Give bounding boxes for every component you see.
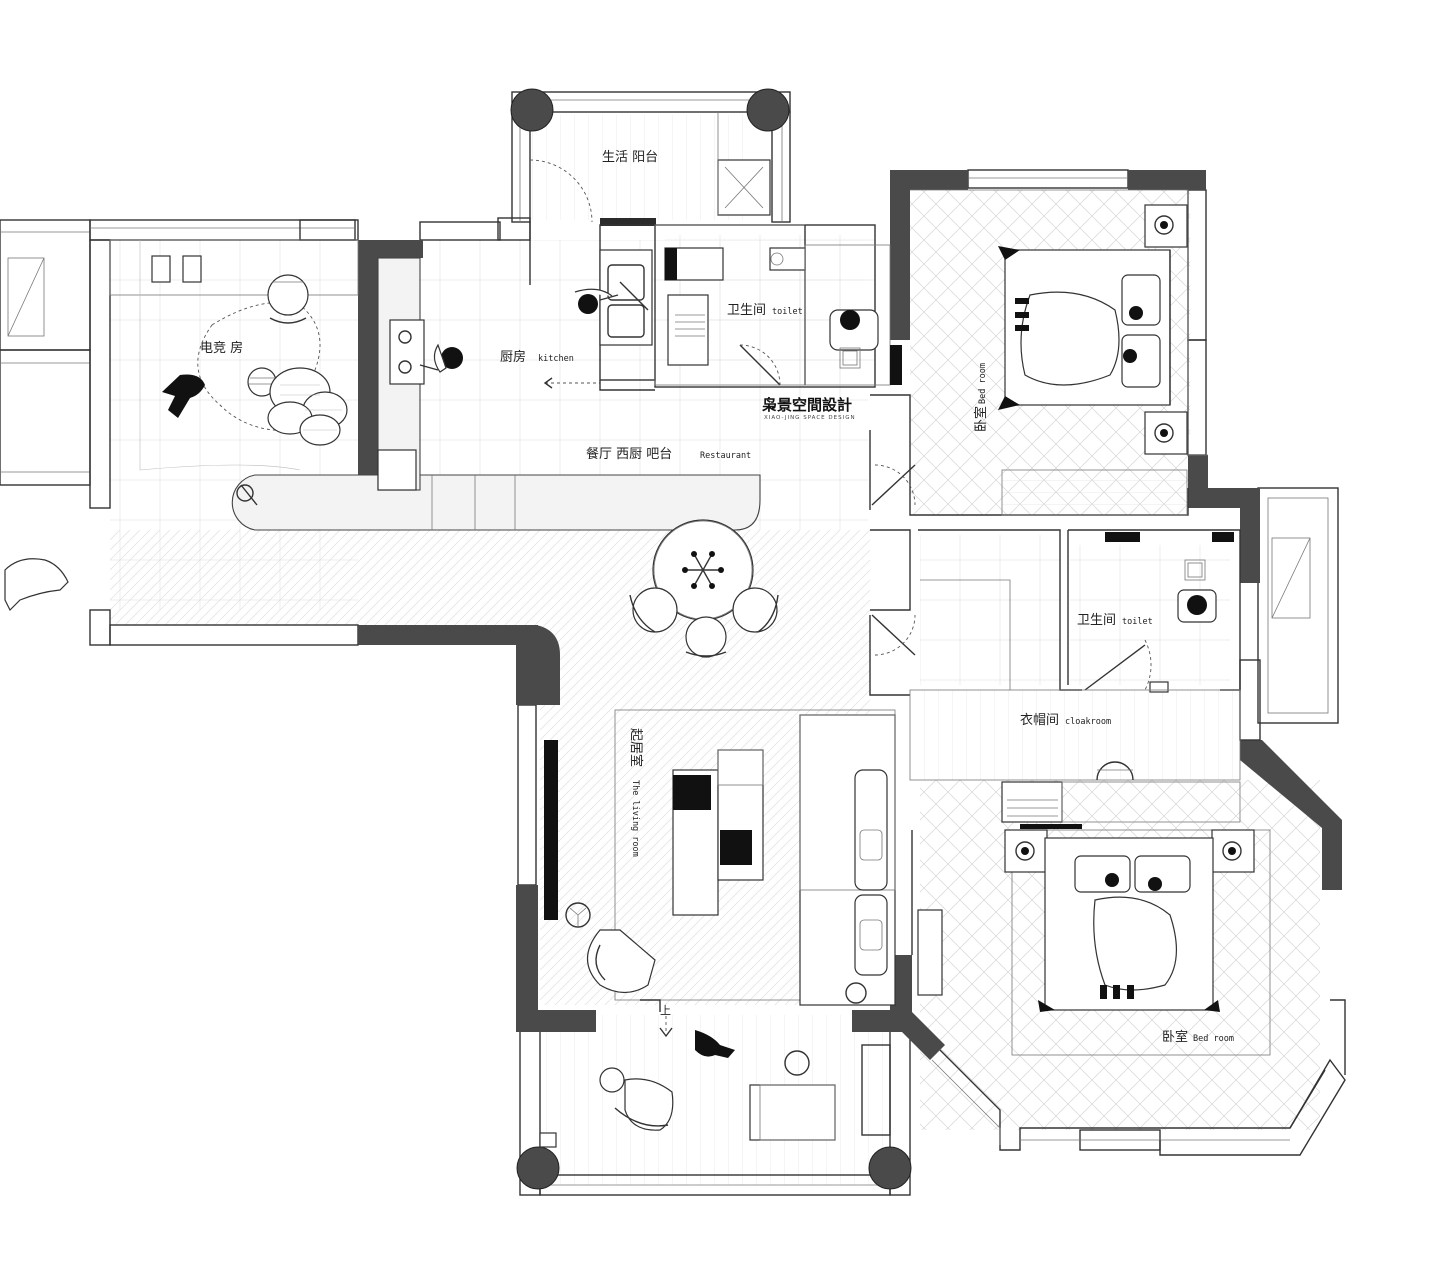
gaming-furniture (162, 274, 735, 1058)
dining-table (629, 519, 779, 658)
label-cloakroom-en: cloakroom (1065, 717, 1111, 727)
walls (358, 170, 1342, 1060)
label-gaming-room: 电竞 房 (200, 340, 243, 356)
label-toilet-2-en: toilet (1122, 617, 1153, 627)
label-living-en: The living room (630, 780, 640, 857)
bed-1 (998, 204, 1188, 455)
column-top-right (746, 88, 790, 132)
label-living-cn: 起居室 (628, 728, 644, 767)
label-kitchen-en: kitchen (538, 354, 574, 364)
label-cloakroom-cn: 衣帽间 (1020, 712, 1059, 728)
label-bedroom-1-cn: 卧室 (973, 406, 989, 432)
bed-2 (1004, 829, 1255, 1012)
column-bottom-right (868, 1146, 912, 1190)
brand-name: 枭景空間設計 (761, 396, 852, 414)
label-restaurant-en: Restaurant (700, 451, 751, 461)
step-up-label: 上 (660, 1004, 671, 1017)
partitions (109, 112, 1271, 1148)
label-toilet-2-cn: 卫生间 (1077, 613, 1116, 628)
label-bedroom-2-en: Bed room (1193, 1034, 1234, 1044)
column-top-left (510, 88, 554, 132)
label-kitchen-cn: 厨房 (500, 349, 526, 365)
room-labels: 生活 阳台 电竞 房 厨房 kitchen 卫生间 toilet 餐厅 西厨 吧… (200, 150, 1234, 1045)
label-toilet-1-cn: 卫生间 (727, 303, 766, 318)
label-bedroom-2-cn: 卧室 (1162, 1029, 1188, 1045)
people-figures (4, 288, 1217, 1131)
step-marker: 上 (659, 1004, 673, 1038)
columns (510, 88, 912, 1190)
column-bottom-left (516, 1146, 560, 1190)
brand-mark: 枭景空間設計 XIAO-JING SPACE DESIGN (761, 396, 856, 421)
label-toilet-1-en: toilet (772, 307, 803, 317)
label-restaurant-cn: 餐厅 西厨 吧台 (586, 446, 672, 462)
label-bedroom-1-en: Bed room (978, 363, 988, 404)
brand-sub: XIAO-JING SPACE DESIGN (764, 415, 856, 421)
label-balcony-top: 生活 阳台 (602, 150, 658, 165)
living-furniture (565, 714, 896, 1006)
